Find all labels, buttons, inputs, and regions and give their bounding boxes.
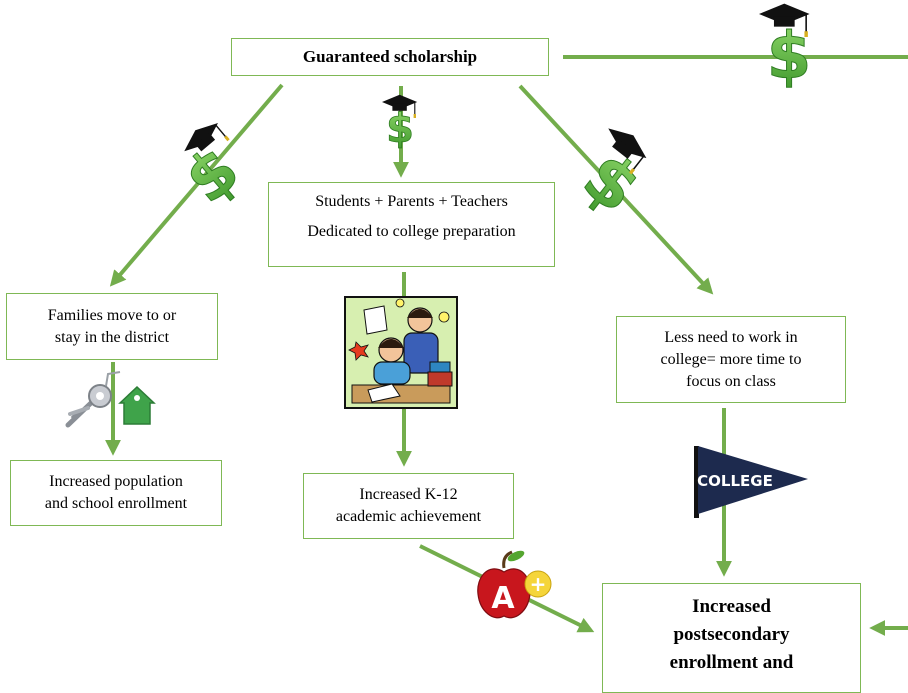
box-label-line: and school enrollment <box>44 495 188 512</box>
box-label-line: enrollment and <box>669 652 794 673</box>
box-label-line: postsecondary <box>673 624 790 645</box>
house-keys-icon <box>65 371 156 428</box>
less-work-box: Less need to work in college= more time … <box>616 316 846 403</box>
postsecondary-enrollment-box: Increased postsecondary enrollment and <box>602 583 861 693</box>
box-label-line: college= more time to <box>660 350 802 368</box>
box-label-line: Less need to work in <box>664 328 798 346</box>
box-label-line: focus on class <box>686 372 776 390</box>
flow-diagram: $ $ $ $ <box>6 2 908 693</box>
connector-layer: $ $ $ $ <box>65 2 908 636</box>
families-move-box: Families move to or stay in the district <box>6 293 218 360</box>
apple-grade-icon: A + <box>477 550 552 619</box>
box-label-line: Dedicated to college preparation <box>307 223 516 240</box>
box-label: Guaranteed scholarship <box>302 47 478 66</box>
svg-text:+: + <box>530 572 547 596</box>
box-label-line: Families move to or <box>47 306 177 324</box>
box-label-line: Increased <box>692 596 771 617</box>
increased-population-box: Increased population and school enrollme… <box>10 460 222 526</box>
svg-text:$: $ <box>386 106 414 152</box>
svg-text:A: A <box>491 581 515 616</box>
box-label-line: academic achievement <box>335 508 482 525</box>
arrow-scholarship-to-families <box>109 83 284 287</box>
svg-text:$: $ <box>172 133 254 218</box>
box-label-line: stay in the district <box>54 328 170 346</box>
box-label-line: Students + Parents + Teachers <box>315 193 508 210</box>
students-studying-illustration <box>344 296 458 409</box>
svg-text:$: $ <box>767 20 812 94</box>
college-pennant-icon: COLLEGE <box>694 446 808 518</box>
box-label-line: Increased population <box>49 473 183 490</box>
guaranteed-scholarship-box: Guaranteed scholarship <box>231 38 549 76</box>
dollar-cap-icon: $ <box>758 2 812 95</box>
svg-text:COLLEGE: COLLEGE <box>697 472 773 490</box>
dollar-cap-icon: $ <box>381 94 418 152</box>
stakeholders-box: Students + Parents + Teachers Dedicated … <box>268 182 555 267</box>
box-label-line: Increased K-12 <box>359 486 458 503</box>
arrow-scholarship-to-work <box>518 84 714 295</box>
dollar-cap-icon: $ <box>568 119 655 229</box>
k12-achievement-box: Increased K-12 academic achievement <box>303 473 514 539</box>
